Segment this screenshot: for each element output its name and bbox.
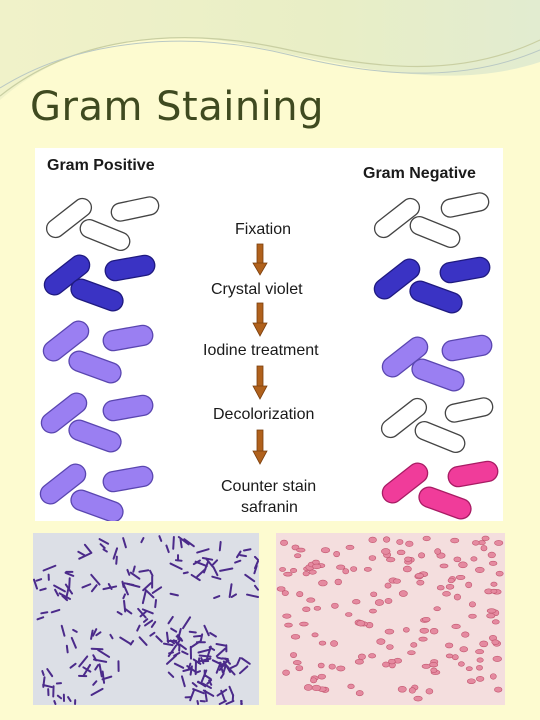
gram-positive-iodine-cells	[42, 320, 154, 384]
process-arrow	[252, 302, 268, 337]
gram-negative-crystal-violet-cells	[373, 256, 491, 314]
gram-positive-counterstain-cells	[39, 463, 154, 521]
header-swoosh-decoration	[0, 0, 540, 100]
gram-positive-decolorized-cells	[40, 392, 154, 453]
gram-negative-counterstain-cells	[381, 460, 499, 520]
process-arrow	[252, 429, 268, 465]
gram-positive-unstained-cells	[45, 196, 160, 252]
step-iodine-label: Iodine treatment	[203, 342, 319, 359]
step-counterstain-label: Counter stain	[221, 478, 316, 495]
gram-positive-label: Gram Positive	[47, 157, 155, 174]
gram-negative-iodine-cells	[381, 334, 493, 392]
process-arrow	[252, 243, 268, 276]
gram-negative-unstained-cells	[373, 192, 490, 249]
gram-positive-micrograph	[33, 533, 259, 705]
step-fixation-label: Fixation	[235, 221, 291, 238]
step-decolorization-label: Decolorization	[213, 406, 314, 423]
gram-positive-crystal-violet-cells	[43, 254, 156, 312]
gram-negative-micrograph	[276, 533, 505, 705]
step-crystal-violet-label: Crystal violet	[211, 281, 303, 298]
gram-negative-label: Gram Negative	[363, 165, 476, 182]
gram-negative-decolorized-cells	[380, 397, 494, 454]
slide-title: Gram Staining	[30, 84, 325, 130]
process-arrow	[252, 365, 268, 400]
gram-stain-diagram: Gram Positive Gram Negative Fixation Cry…	[35, 148, 503, 521]
step-safranin-label: safranin	[241, 499, 298, 516]
